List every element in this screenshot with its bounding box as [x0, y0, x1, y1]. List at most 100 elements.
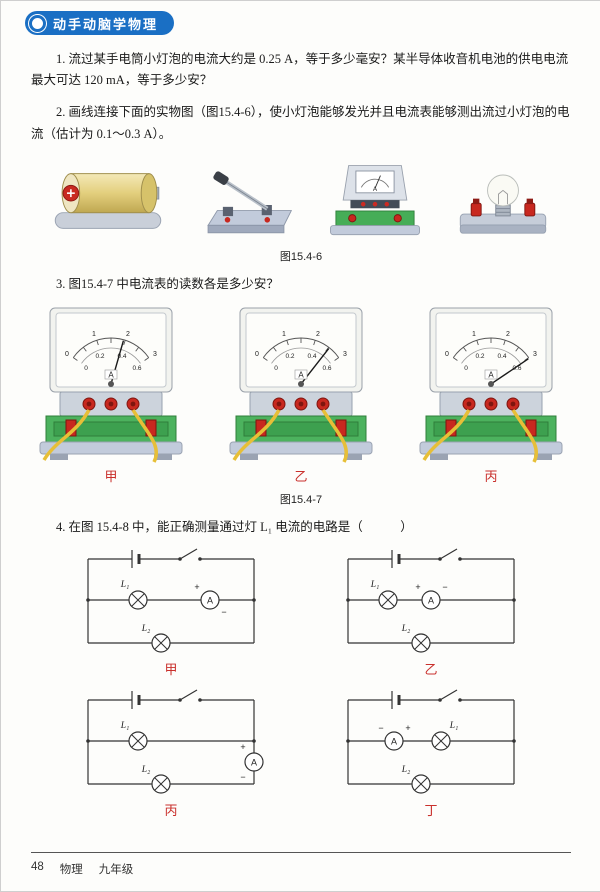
question-2: 2. 画线连接下面的实物图（图15.4-6），使小灯泡能够发光并且电流表能够测出… [31, 105, 570, 142]
figure-label-yi: 乙 [294, 468, 308, 484]
chapter-badge: 动手动脑学物理 [25, 11, 175, 35]
scale-label: 0.4 [117, 353, 126, 360]
ammeter-symbol: A − + [378, 723, 411, 751]
figure-15-4-8: L₁ A + − L₂ 甲 [31, 545, 571, 819]
minus-sign: − [240, 772, 245, 782]
ammeter-symbol: A + − [415, 582, 448, 610]
meter-ticks [453, 337, 529, 361]
scale-label: 0 [255, 351, 259, 358]
minus-sign: − [221, 607, 226, 617]
circuit-option-ding: A − + L₁ L₂ 丁 [321, 686, 541, 819]
minus-sign: − [442, 582, 447, 592]
lamp-L2-label: L₂ [141, 765, 151, 775]
lamp-L1-label: L₁ [120, 580, 130, 590]
wire [131, 408, 159, 463]
ammeter-bing: 0 1 2 3 0 0.2 0.4 0.6 A [416, 304, 566, 485]
lamp-L2: L₂ [141, 624, 171, 653]
ammeter-symbol: A + − [194, 582, 226, 617]
meter-unit: A [488, 370, 494, 379]
lamp-L2-label: L₂ [401, 765, 411, 775]
wire [321, 408, 349, 463]
wire [42, 409, 91, 461]
meter-unit: A [298, 370, 304, 379]
scale-label: 0.6 [512, 365, 521, 372]
ammeter-label: A [391, 736, 397, 746]
ammeter-illustration: 0 1 2 3 0 0.2 0.4 0.6 A [229, 307, 373, 463]
circuit-label-ding: 丁 [424, 802, 438, 818]
scale-label: 3 [153, 351, 157, 358]
meter-ticks [73, 337, 149, 361]
scale-label: 0.4 [307, 353, 316, 360]
wire [232, 409, 281, 461]
circuit-label-jia: 甲 [164, 661, 178, 677]
lamp-L2-label: L₂ [401, 624, 411, 634]
scale-label: 2 [126, 331, 130, 338]
plus-sign: + [194, 582, 199, 592]
ammeter-illustration: 0 1 2 3 0 0.2 0.4 0.6 A [419, 307, 563, 463]
circuit-diagram: A − + L₁ L₂ [346, 689, 516, 794]
plus-sign: + [405, 723, 410, 733]
scale-label: 2 [506, 331, 510, 338]
figure-15-4-6: A [31, 158, 571, 242]
lamp-L2-label: L₂ [141, 624, 151, 634]
question-3: 3. 图15.4-7 中电流表的读数各是多少安？ [56, 277, 279, 291]
lamp-L1-label: L₁ [120, 721, 130, 731]
minus-sign: − [378, 723, 383, 733]
question-1: 1. 流过某手电筒小灯泡的电流大约是 0.25 A，等于多少毫安？某半导体收音机… [31, 51, 569, 88]
lamp-L1: L₁ [431, 721, 458, 751]
figure-label-bing: 丙 [484, 468, 498, 484]
circuit-option-bing: L₁ A + − L₂ 丙 [61, 686, 281, 819]
scale-label: 0.4 [497, 353, 506, 360]
footer-grade: 九年级 [98, 864, 134, 876]
scale-label: 1 [92, 331, 96, 338]
page-footer: 48 物理 九年级 [31, 852, 571, 877]
scale-label: 1 [282, 331, 286, 338]
lamp-L1-label: L₁ [370, 580, 380, 590]
bulb-illustration [459, 174, 547, 234]
scale-label: 0 [65, 351, 69, 358]
ammeter-label: A [251, 757, 257, 767]
meter-needle [490, 358, 529, 385]
header: 动手动脑学物理 [25, 11, 571, 37]
lamp-L2: L₂ [401, 624, 431, 653]
ammeter-label: A [207, 595, 213, 605]
circuit-label-bing: 丙 [164, 802, 178, 818]
scale-label: 2 [316, 331, 320, 338]
footer-subject: 物理 [59, 864, 83, 876]
figure-caption: 图15.4-6 [279, 251, 323, 263]
lamp-L2: L₂ [141, 765, 171, 794]
scale-label: 0 [445, 351, 449, 358]
circuit-option-yi: L₁ A + − L₂ 乙 [321, 545, 541, 678]
circuit-diagram: L₁ A + − L₂ [86, 689, 264, 794]
scale-label: 0 [464, 365, 468, 372]
lamp-L1: L₁ [120, 580, 148, 610]
wire [511, 408, 539, 463]
meter-ticks [263, 337, 339, 361]
ammeter-illustration: 0 1 2 3 0 0.2 0.4 0.6 A [39, 307, 183, 463]
lamp-L2: L₂ [401, 765, 431, 794]
wire [422, 409, 471, 461]
circuit-diagram: L₁ A + − L₂ [86, 548, 256, 653]
figure-caption: 图15.4-7 [279, 493, 323, 506]
plus-sign: + [240, 742, 245, 752]
circuit-diagram: L₁ A + − L₂ [346, 548, 516, 653]
logo-icon [28, 13, 47, 33]
scale-label: 0.2 [95, 353, 104, 360]
page-number: 48 [31, 861, 44, 873]
circuit-option-jia: L₁ A + − L₂ 甲 [61, 545, 281, 678]
figure-15-4-7: 0 1 2 3 0 0.2 0.4 0.6 A [31, 304, 571, 485]
plus-terminal-icon [66, 189, 75, 198]
scale-label: 0.6 [322, 365, 331, 372]
lamp-L1: L₁ [120, 721, 148, 751]
circuit-label-yi: 乙 [424, 661, 438, 677]
scale-label: 0 [274, 365, 278, 372]
knife-switch-illustration [207, 171, 293, 234]
ammeter-label: A [428, 595, 434, 605]
figure-label-jia: 甲 [104, 468, 118, 484]
scale-label: 3 [343, 351, 347, 358]
demo-ammeter-illustration: A [330, 165, 420, 236]
battery-illustration [54, 173, 162, 229]
ammeter-yi: 0 1 2 3 0 0.2 0.4 0.6 A [226, 304, 376, 485]
ammeter-symbol: A + − [240, 742, 264, 782]
